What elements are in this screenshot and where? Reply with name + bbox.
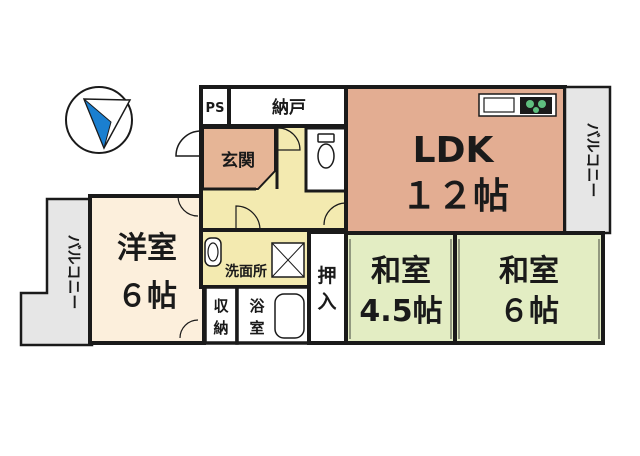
ldk-name: LDK bbox=[413, 130, 495, 171]
compass-needle bbox=[83, 98, 112, 150]
toilet-icon bbox=[317, 133, 335, 169]
compass-icon bbox=[65, 86, 133, 154]
western-size: ６帖 bbox=[117, 279, 177, 314]
bath-2: 室 bbox=[249, 319, 264, 337]
bath-1: 浴 bbox=[249, 297, 265, 315]
stove-icon bbox=[478, 93, 557, 117]
closet-mid-2: 入 bbox=[317, 291, 336, 313]
japanese-large-name: 和室 bbox=[499, 254, 559, 289]
sink-icon bbox=[204, 237, 222, 267]
closet-left bbox=[203, 285, 239, 345]
japanese-small-size: 4.5帖 bbox=[359, 294, 442, 329]
closet-mid-1: 押 bbox=[317, 264, 336, 287]
ps-label: PS bbox=[206, 101, 225, 116]
japanese-large-size: ６帖 bbox=[499, 294, 559, 329]
closet-mid bbox=[307, 230, 348, 345]
room-western bbox=[88, 194, 206, 345]
washroom-label: 洗面所 bbox=[225, 263, 267, 280]
room-japanese-small bbox=[344, 231, 457, 345]
balcony-right-label: バルコニー bbox=[584, 123, 602, 198]
washer-pan-icon bbox=[271, 242, 305, 278]
entrance-label: 玄関 bbox=[221, 150, 255, 171]
japanese-small-name: 和室 bbox=[371, 254, 431, 289]
ldk-size: １２帖 bbox=[401, 176, 509, 217]
balcony-right bbox=[563, 85, 612, 235]
closet-left-2: 納 bbox=[213, 319, 228, 337]
balcony-left-label: バルコニー bbox=[65, 235, 83, 310]
storage-label: 納戸 bbox=[272, 97, 306, 118]
room-entrance bbox=[202, 127, 276, 190]
room-japanese-large bbox=[453, 231, 605, 345]
tatami-lines bbox=[349, 239, 600, 339]
western-name: 洋室 bbox=[117, 231, 177, 266]
bathtub-icon bbox=[274, 293, 305, 339]
closet-left-1: 収 bbox=[213, 297, 229, 315]
storage-nando bbox=[227, 85, 350, 128]
